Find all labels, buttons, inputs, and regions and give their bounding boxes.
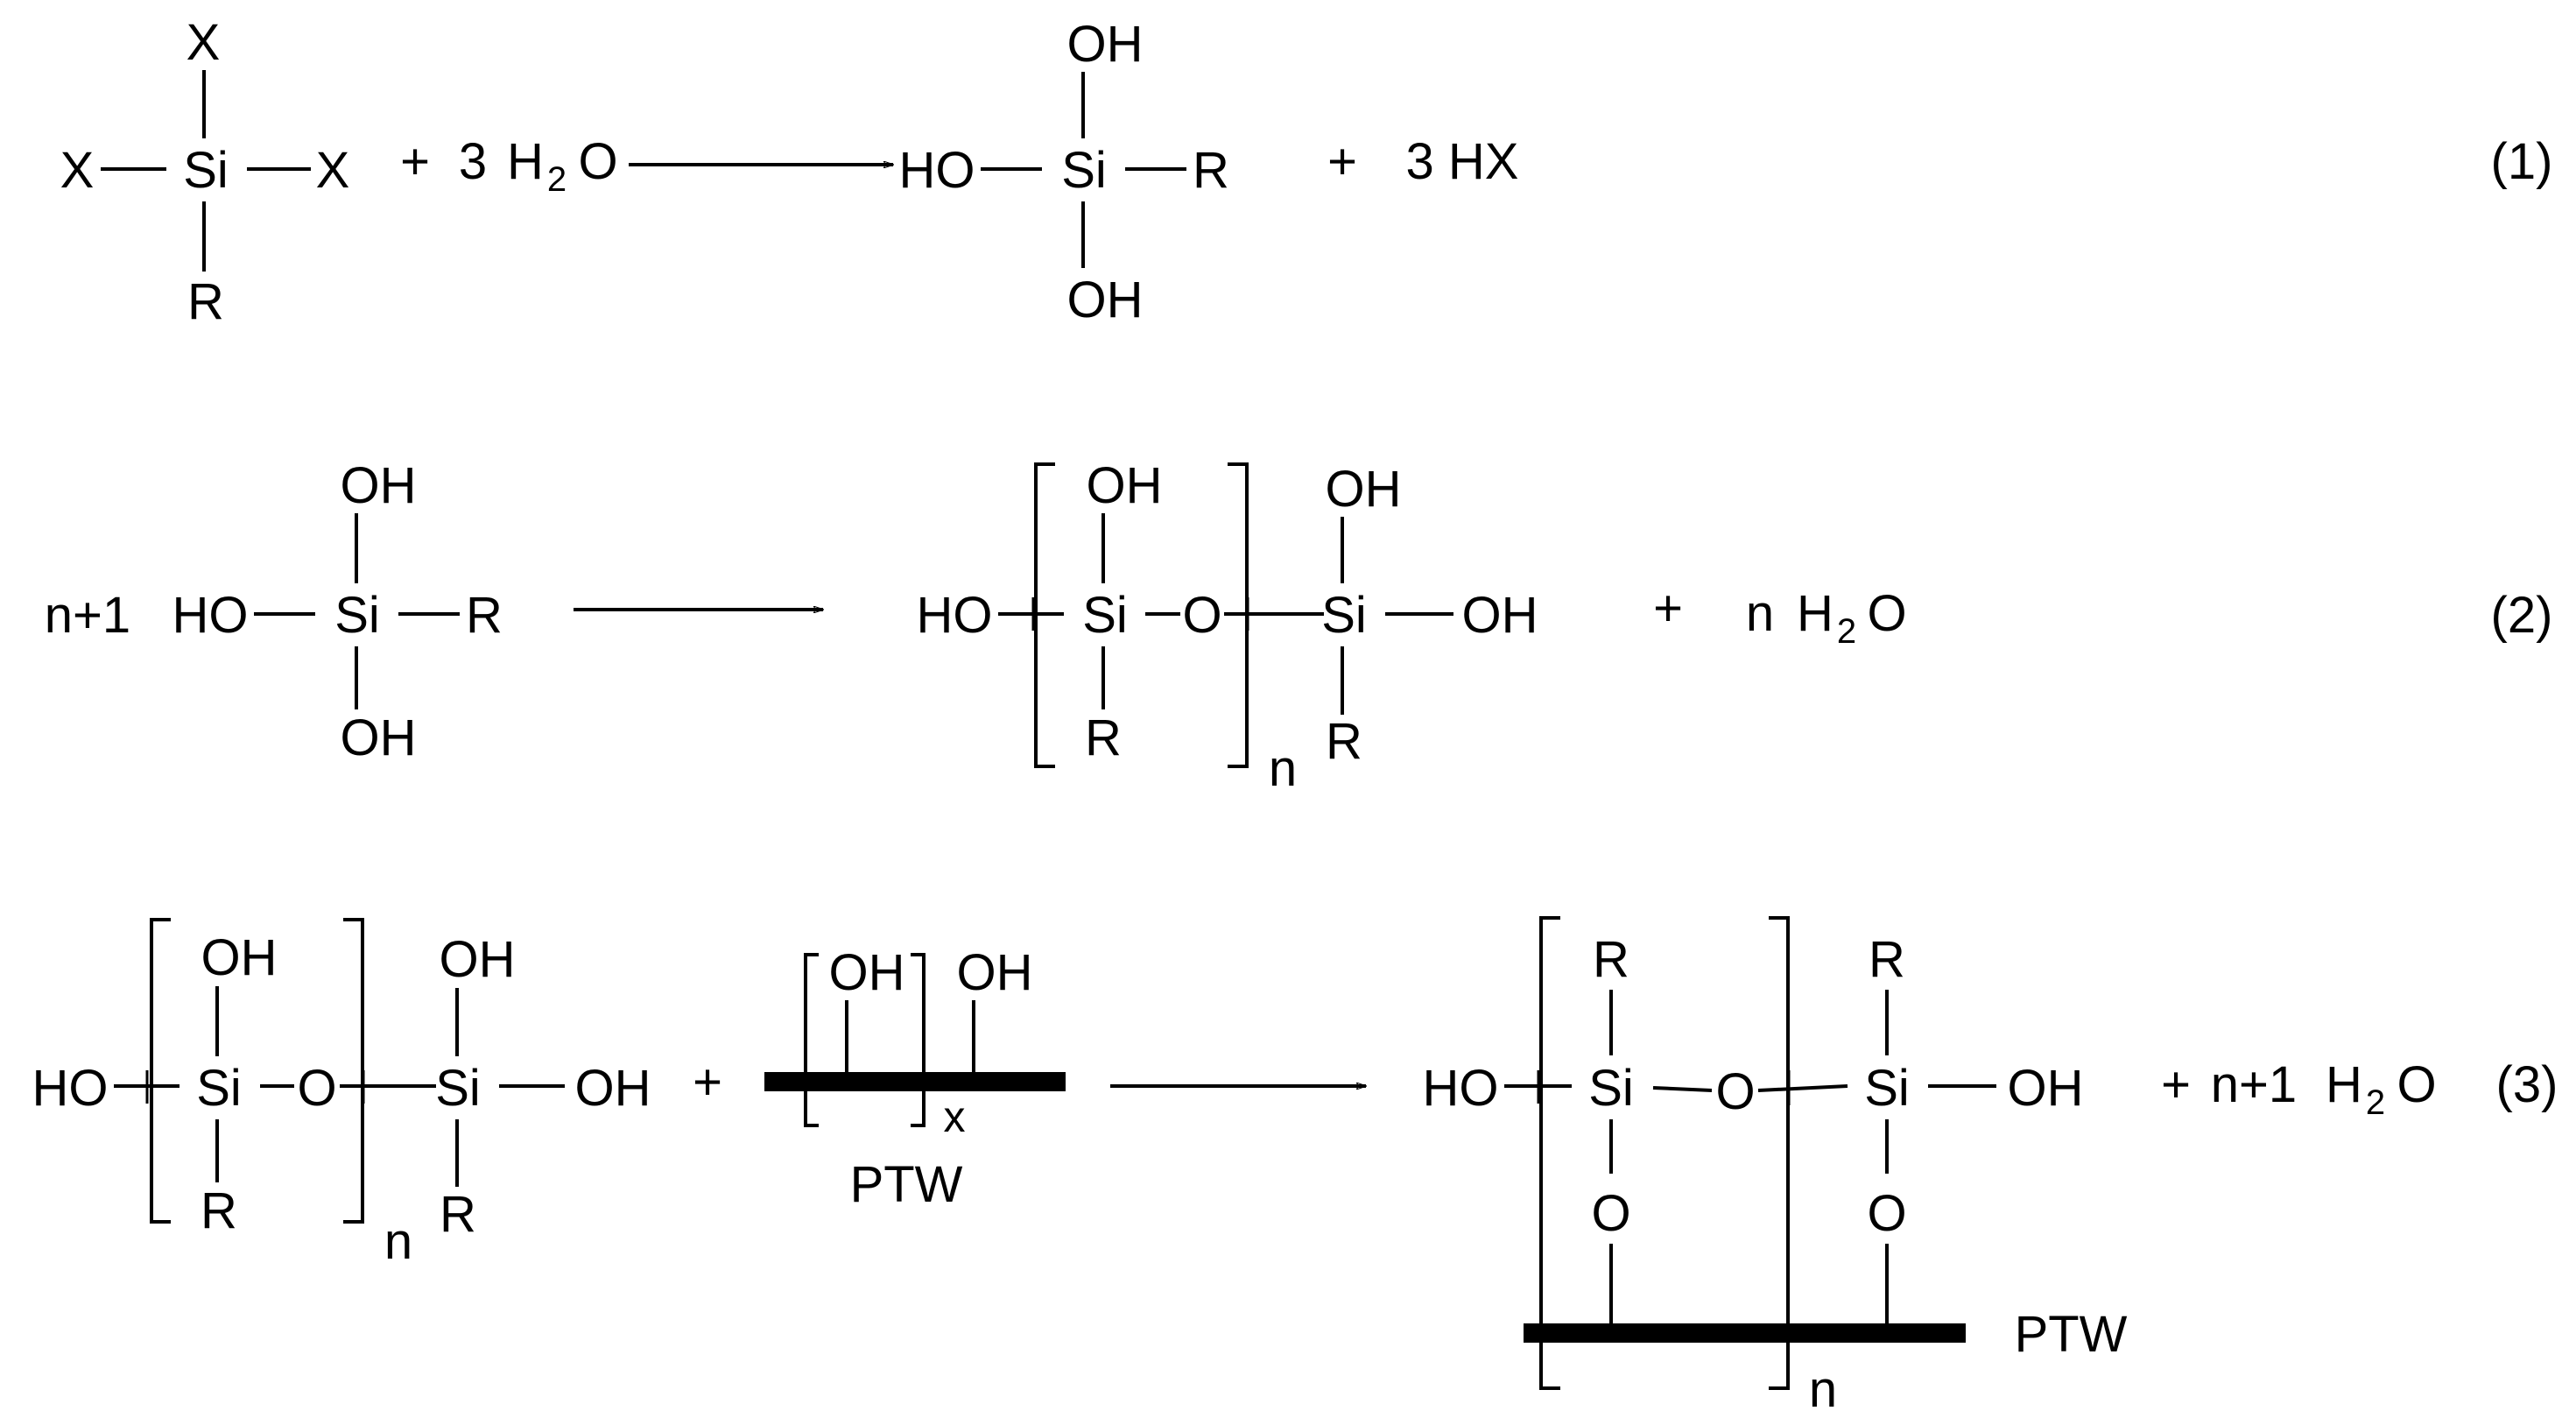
eq2-number: (2) [2491, 587, 2553, 644]
eq1-plus2: + [1327, 133, 1357, 190]
eq2-coeff: n+1 [45, 587, 130, 644]
eq1-water-coeff: 3 [459, 133, 487, 190]
eq3-water-coeff: n+1 [2211, 1056, 2297, 1113]
eq1-reactant-bottom-r: R [187, 273, 224, 330]
eq3-r-bottom1-r: R [201, 1182, 237, 1239]
eq2-p-si2: Si [1321, 587, 1367, 644]
eq3-ptw-oh1: OH [829, 944, 905, 1001]
eq3-r-si2: Si [435, 1060, 481, 1117]
eq1-reactant-si: Si [183, 142, 229, 199]
eq3-plus: + [693, 1054, 722, 1111]
eq3-p-top1-r: R [1593, 931, 1629, 988]
eq3-p-bracket-right [1769, 916, 1790, 1390]
eq3-r-si1: Si [196, 1060, 242, 1117]
eq1-reactant-top-x: X [187, 14, 221, 71]
eq3-ptw-bracket-left [804, 953, 819, 1127]
eq3-p-si2: Si [1864, 1060, 1910, 1117]
eq3-r-bracket-left [150, 918, 171, 1224]
eq2-p-n: n [1269, 740, 1297, 797]
eq2-plus: + [1653, 580, 1683, 637]
eq3-plus2: + [2161, 1056, 2191, 1113]
eq1-water-sub: 2 [547, 160, 567, 199]
eq1-product-left-ho: HO [899, 142, 975, 199]
eq2-water-h: H [1797, 585, 1833, 642]
eq3-r-top2-oh: OH [440, 931, 516, 988]
eq1-product-right-r: R [1193, 142, 1229, 199]
eq3-water-sub: 2 [2366, 1083, 2385, 1122]
eq3-r-n: n [384, 1213, 412, 1270]
eq2-reactant-left-ho: HO [172, 587, 249, 644]
eq3-p-right-oh: OH [2008, 1060, 2084, 1117]
eq3-ptw-oh2: OH [957, 944, 1033, 1001]
eq2-p-bracket-left [1034, 462, 1055, 768]
eq3-r-right-oh: OH [575, 1060, 651, 1117]
eq2-p-bottom2-r: R [1326, 713, 1362, 770]
eq3-ptw-x: x [944, 1092, 966, 1141]
eq3-p-bracket-left [1539, 916, 1560, 1390]
eq1-water-h: H [507, 133, 544, 190]
eq1-reactant-right-x: X [316, 142, 350, 199]
eq3-number: (3) [2496, 1056, 2558, 1113]
eq2-p-left-ho: HO [917, 587, 993, 644]
eq2-p-bracket-right [1228, 462, 1249, 768]
eq3-p-o-low1: O [1591, 1185, 1630, 1242]
eq2-p-o: O [1182, 587, 1221, 644]
eq2-reactant-top-oh: OH [341, 457, 417, 514]
eq2-water-o: O [1867, 585, 1906, 642]
eq2-p-right-oh: OH [1462, 587, 1538, 644]
eq1-reactant-left-x: X [60, 142, 95, 199]
eq2-p-bottom1-r: R [1085, 709, 1122, 766]
eq1-number: (1) [2491, 133, 2553, 190]
eq1-water-o: O [578, 133, 617, 190]
eq2-reactant-si: Si [334, 587, 380, 644]
equation-1: X X Si X R + 3 H 2 O OH HO Si R OH + 3 H… [60, 14, 2553, 330]
equation-3: HO OH Si O R n OH Si OH R + OH OH x PTW [32, 916, 2558, 1418]
eq2-reactant-bottom-oh: OH [341, 709, 417, 766]
eq1-byproduct: 3 HX [1406, 133, 1519, 190]
eq2-water-sub: 2 [1837, 612, 1856, 651]
eq3-p-ptw-label: PTW [2015, 1306, 2128, 1363]
eq3-r-top1-oh: OH [201, 929, 278, 986]
eq1-plus: + [400, 133, 430, 190]
eq3-p-si1: Si [1588, 1060, 1634, 1117]
eq3-r-left-ho: HO [32, 1060, 109, 1117]
eq3-p-n: n [1809, 1361, 1837, 1418]
eq3-p-o-low2: O [1867, 1185, 1906, 1242]
eq2-p-si1: Si [1082, 587, 1128, 644]
eq3-r-o: O [297, 1060, 336, 1117]
eq3-ptw-bracket-right [911, 953, 926, 1127]
eq1-product-bottom-oh: OH [1067, 272, 1144, 328]
eq3-p-bond-si1-o [1652, 1086, 1713, 1092]
eq3-ptw-label: PTW [850, 1156, 963, 1213]
eq3-p-left-ho: HO [1423, 1060, 1499, 1117]
eq1-product-top-oh: OH [1067, 16, 1144, 73]
eq2-water-coeff: n [1746, 585, 1774, 642]
eq3-p-o: O [1715, 1063, 1755, 1120]
eq3-r-bottom2-r: R [440, 1186, 476, 1243]
eq2-p-top2-oh: OH [1326, 461, 1402, 518]
eq1-product-si: Si [1061, 142, 1107, 199]
equation-2: n+1 OH HO Si R OH HO OH Si O R n OH Si O… [45, 457, 2553, 797]
eq3-p-bond-o-si2 [1757, 1084, 1848, 1092]
eq2-p-top1-oh: OH [1087, 457, 1163, 514]
eq3-water-h: H [2326, 1056, 2362, 1113]
eq3-water-o: O [2397, 1056, 2436, 1113]
eq3-r-bracket-right [343, 918, 364, 1224]
eq3-p-top2-r: R [1869, 931, 1905, 988]
eq2-reactant-right-r: R [466, 587, 503, 644]
